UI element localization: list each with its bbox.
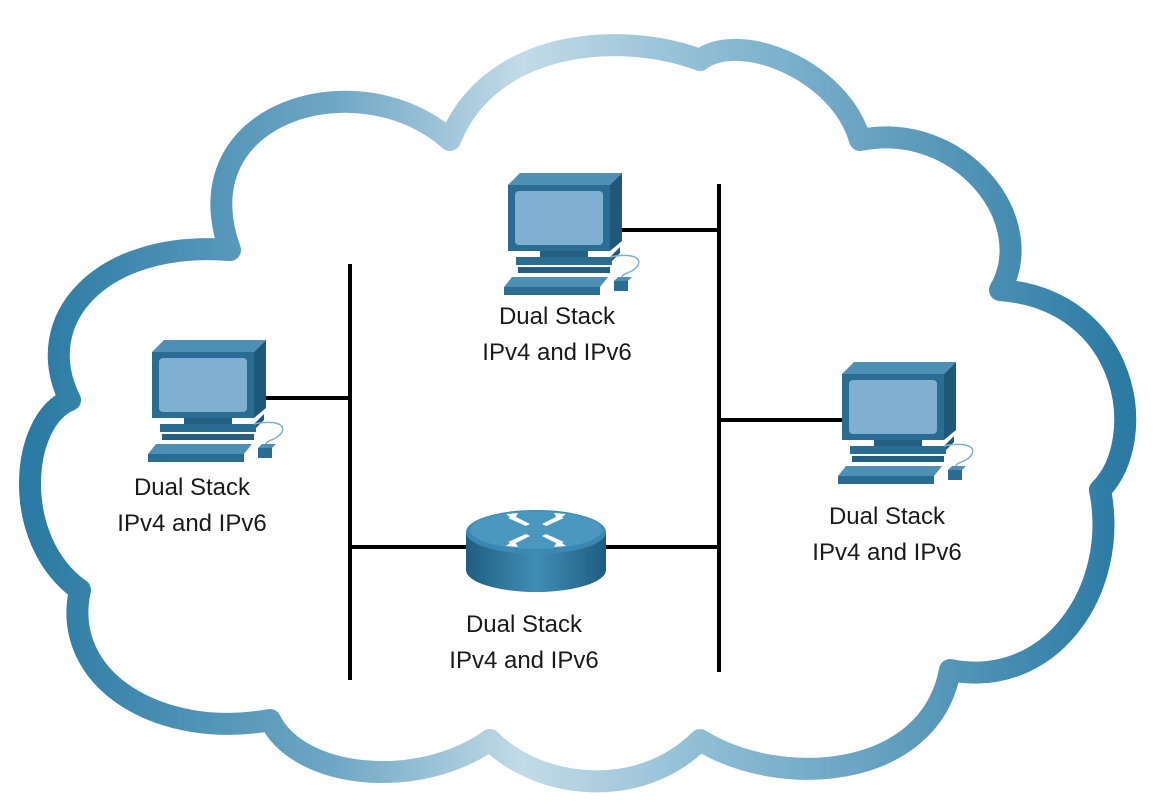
router-label: Dual Stack IPv4 and IPv6 — [404, 607, 644, 679]
pc-top-label-line1: Dual Stack — [498, 303, 616, 330]
pc-right-label: Dual Stack IPv4 and IPv6 — [767, 499, 1007, 571]
router-icon — [466, 510, 606, 592]
pc-top-label: Dual Stack IPv4 and IPv6 — [437, 299, 677, 371]
router-label-line2: IPv4 and IPv6 — [449, 647, 599, 674]
pc-right-label-line2: IPv4 and IPv6 — [812, 539, 962, 566]
pc-left-label: Dual Stack IPv4 and IPv6 — [72, 470, 312, 542]
router-label-line1: Dual Stack — [465, 611, 583, 638]
cloud-boundary — [19, 34, 1137, 793]
pc-left-label-line1: Dual Stack — [133, 474, 251, 501]
network-links — [262, 184, 850, 680]
pc-right-label-line1: Dual Stack — [828, 503, 946, 530]
pc-top-label-line2: IPv4 and IPv6 — [482, 339, 632, 366]
pc-left-label-line2: IPv4 and IPv6 — [117, 510, 267, 537]
